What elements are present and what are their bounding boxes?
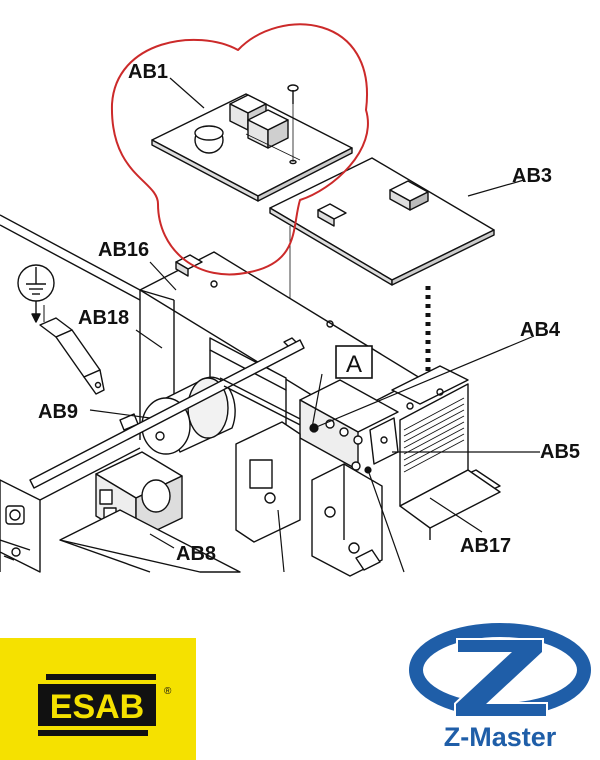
screw — [287, 84, 299, 165]
label-ab18: AB18 — [78, 307, 129, 329]
zmaster-logo: Z-Master — [409, 623, 591, 752]
terminal-assembly — [299, 379, 399, 471]
callout-a-box — [335, 345, 373, 379]
label-ab9: AB9 — [38, 401, 78, 423]
label-ab5: AB5 — [540, 441, 580, 463]
esab-logo-text: ESAB — [50, 688, 144, 726]
esab-registered-mark: ® — [164, 686, 172, 697]
board-ab17-area — [0, 421, 383, 577]
bracket-ab18 — [39, 305, 105, 395]
board-ab1 — [151, 93, 353, 202]
label-ab4: AB4 — [520, 319, 561, 341]
zmaster-z-mark — [454, 638, 548, 718]
leader-lines — [89, 77, 540, 573]
label-ab3: AB3 — [512, 165, 552, 187]
exploded-parts-diagram: AB1 AB3 AB16 AB18 AB4 A AB9 AB5 AB17 AB8 — [0, 23, 580, 577]
ab1-highlight-outline — [110, 23, 369, 276]
label-ab17: AB17 — [460, 535, 511, 557]
ground-icon — [17, 264, 55, 323]
board-ab3 — [269, 157, 495, 286]
label-ab16: AB16 — [98, 239, 149, 261]
lower-housing — [0, 447, 241, 573]
esab-logo: ESAB ® — [0, 638, 196, 760]
right-housing — [391, 365, 501, 540]
label-ab8: AB8 — [176, 543, 216, 565]
zmaster-logo-text: Z-Master — [444, 722, 557, 752]
rail — [29, 339, 315, 489]
label-a: A — [346, 351, 362, 378]
label-ab1: AB1 — [128, 61, 168, 83]
